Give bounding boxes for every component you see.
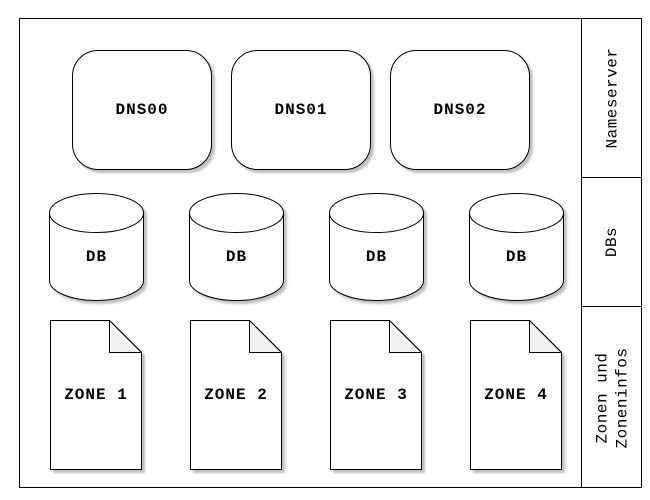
zone-document-4: ZONE 4 xyxy=(470,320,562,470)
document-note-icon xyxy=(190,320,282,470)
database-cylinder-icon xyxy=(49,193,144,301)
document-note-icon xyxy=(50,320,142,470)
db-cylinder-3: DB xyxy=(329,193,424,301)
node-label: ZONE 3 xyxy=(344,386,408,404)
zone-document-1: ZONE 1 xyxy=(50,320,142,470)
node-label: ZONE 2 xyxy=(204,386,268,404)
node-label: DB xyxy=(365,248,388,266)
lane-label-line1: Zonen und xyxy=(593,352,612,443)
db-cylinder-4: DB xyxy=(469,193,564,301)
lane-label: DBs xyxy=(603,226,621,258)
lane-label-line2: Zoneninfos xyxy=(613,346,632,449)
document-note-icon xyxy=(470,320,562,470)
node-label: DB xyxy=(225,248,248,266)
database-cylinder-icon xyxy=(469,193,564,301)
zone-document-2: ZONE 2 xyxy=(190,320,282,470)
node-label: ZONE 4 xyxy=(484,386,548,404)
db-cylinder-1: DB xyxy=(49,193,144,301)
node-dns00: DNS00 xyxy=(72,50,212,170)
diagram-border xyxy=(19,18,642,488)
node-dns02: DNS02 xyxy=(390,50,530,170)
zone-document-3: ZONE 3 xyxy=(330,320,422,470)
database-cylinder-icon xyxy=(329,193,424,301)
node-label: DNS01 xyxy=(274,101,328,119)
node-label: ZONE 1 xyxy=(64,386,128,404)
node-dns01: DNS01 xyxy=(231,50,371,170)
database-cylinder-icon xyxy=(189,193,284,301)
node-label: DNS02 xyxy=(433,101,487,119)
node-label: DB xyxy=(85,248,108,266)
sidebar-lane-dbs: DBs xyxy=(582,178,642,307)
db-cylinder-2: DB xyxy=(189,193,284,301)
lane-label: Nameserver xyxy=(603,46,622,149)
sidebar-lane-nameserver: Nameserver xyxy=(582,18,642,178)
document-note-icon xyxy=(330,320,422,470)
node-label: DB xyxy=(505,248,528,266)
node-label: DNS00 xyxy=(115,101,169,119)
